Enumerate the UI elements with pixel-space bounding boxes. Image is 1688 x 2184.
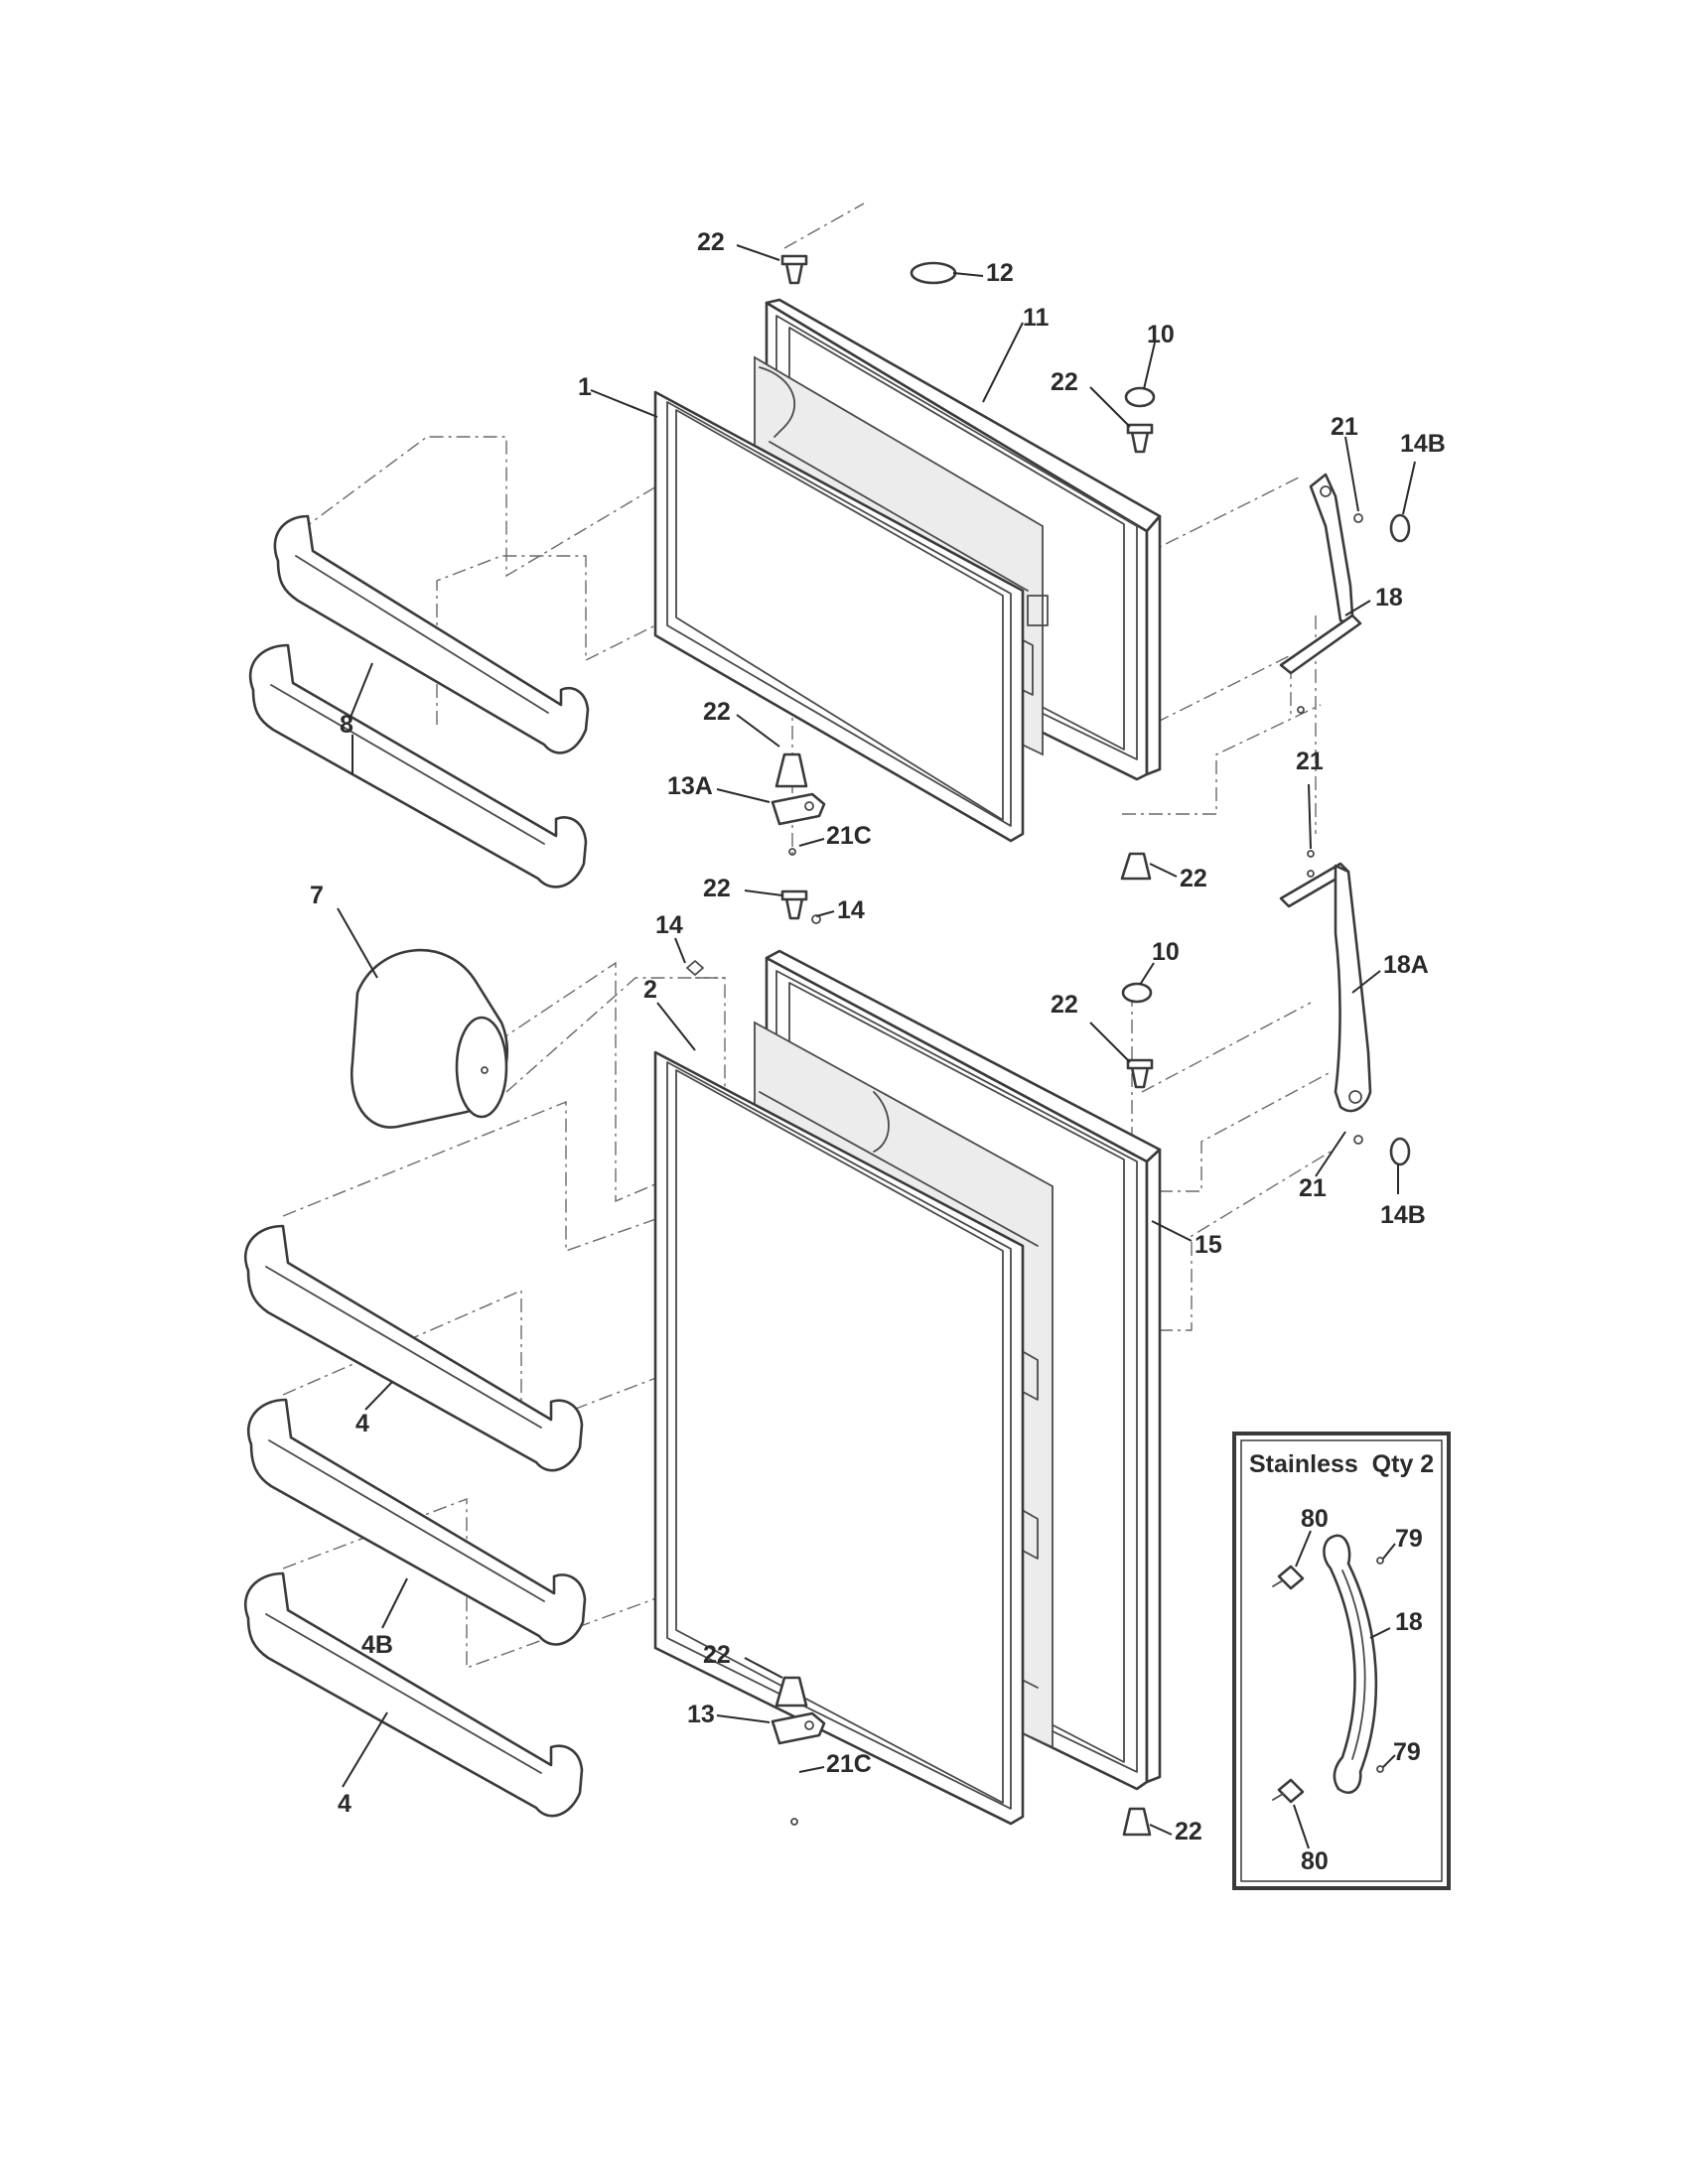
leader-lines [337, 244, 1416, 1836]
callout-10: 10 [1147, 321, 1175, 348]
callout-21: 21 [1299, 1174, 1327, 1202]
callout-21: 21 [1331, 413, 1358, 441]
freezer-door-bins [248, 514, 590, 888]
small-hardware [686, 254, 1411, 1837]
callout-22: 22 [697, 228, 725, 256]
callout-14b: 14B [1400, 430, 1446, 458]
callout-10: 10 [1152, 938, 1180, 966]
callout-4: 4 [355, 1410, 369, 1437]
callout-14: 14 [655, 911, 683, 939]
callout-22: 22 [1180, 865, 1207, 892]
callout-79: 79 [1395, 1525, 1423, 1553]
callout-11: 11 [1023, 304, 1050, 332]
callout-7: 7 [310, 882, 324, 909]
fresh-food-door-gasket [653, 1050, 1025, 1826]
callout-80: 80 [1301, 1847, 1329, 1875]
callout-1: 1 [578, 373, 592, 401]
callout-79: 79 [1393, 1738, 1421, 1766]
callout-8: 8 [340, 711, 353, 739]
fresh-food-handle [1279, 862, 1372, 1113]
callout-80: 80 [1301, 1505, 1329, 1533]
callout-22: 22 [1051, 368, 1078, 396]
callout-21c: 21C [826, 822, 872, 850]
callout-18a: 18A [1383, 951, 1429, 979]
inset-title: Stainless Qty 2 [1249, 1450, 1434, 1478]
callout-4: 4 [338, 1790, 352, 1818]
callout-2: 2 [643, 976, 657, 1004]
callout-22: 22 [1051, 991, 1078, 1019]
callout-13a: 13A [667, 772, 713, 800]
callout-21c: 21C [826, 1750, 872, 1778]
callout-12: 12 [986, 259, 1014, 287]
callout-22: 22 [703, 875, 731, 902]
fresh-food-door-bins [243, 1224, 587, 1818]
callout-14b: 14B [1380, 1201, 1426, 1229]
callout-13: 13 [687, 1701, 715, 1728]
callout-4b: 4B [361, 1631, 393, 1659]
callout-14: 14 [837, 896, 865, 924]
callout-21: 21 [1296, 748, 1324, 775]
callout-22: 22 [1175, 1818, 1202, 1845]
freezer-handle [1279, 473, 1362, 675]
callout-22: 22 [703, 1641, 731, 1669]
freezer-door-gasket [653, 390, 1025, 843]
ice-bucket [350, 948, 509, 1129]
callout-18: 18 [1375, 584, 1403, 612]
callouts: 22 12 11 10 22 1 21 14B 18 8 22 13A 21C … [310, 228, 1446, 1845]
stainless-handle-inset: Stainless Qty 2 80 79 18 79 80 [1232, 1432, 1451, 1890]
callout-18: 18 [1395, 1608, 1423, 1636]
callout-22: 22 [703, 698, 731, 726]
callout-15: 15 [1195, 1231, 1222, 1259]
